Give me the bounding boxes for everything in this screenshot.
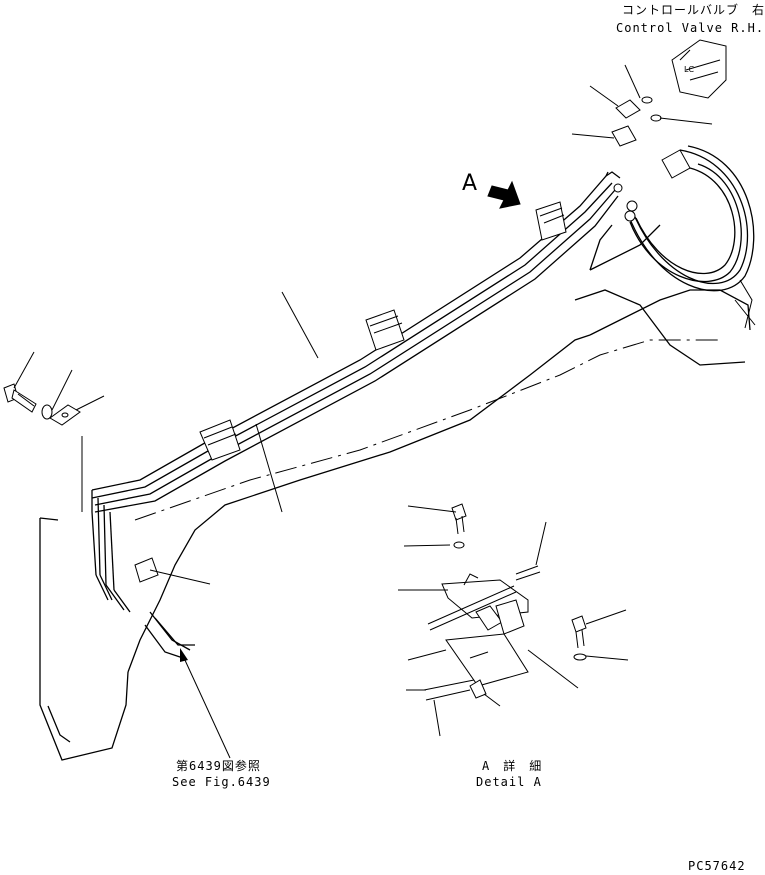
view-a-label: A — [462, 171, 477, 196]
detail-a-label-jp: A 詳 細 — [482, 758, 542, 773]
drawing-number: PC57642 — [688, 859, 746, 873]
hydraulic-pipes — [91, 171, 621, 659]
valve-hoses — [613, 145, 755, 292]
detail-a-assembly — [423, 503, 587, 701]
leader-lines — [13, 64, 713, 759]
see-fig-label-en: See Fig.6439 — [172, 775, 271, 789]
pipe-clamps — [134, 201, 567, 583]
svg-text:LC: LC — [684, 65, 694, 74]
control-valve: LC — [611, 39, 727, 179]
view-a-arrow — [487, 180, 521, 209]
control-valve-label-en: Control Valve R.H. — [616, 21, 764, 35]
boom-body — [39, 224, 756, 761]
detail-a-label-en: Detail A — [476, 775, 542, 789]
control-valve-label-jp: コントロールバルブ 右 — [622, 2, 765, 17]
see-fig-label-jp: 第6439図参照 — [176, 758, 261, 773]
loose-hardware — [3, 383, 81, 426]
